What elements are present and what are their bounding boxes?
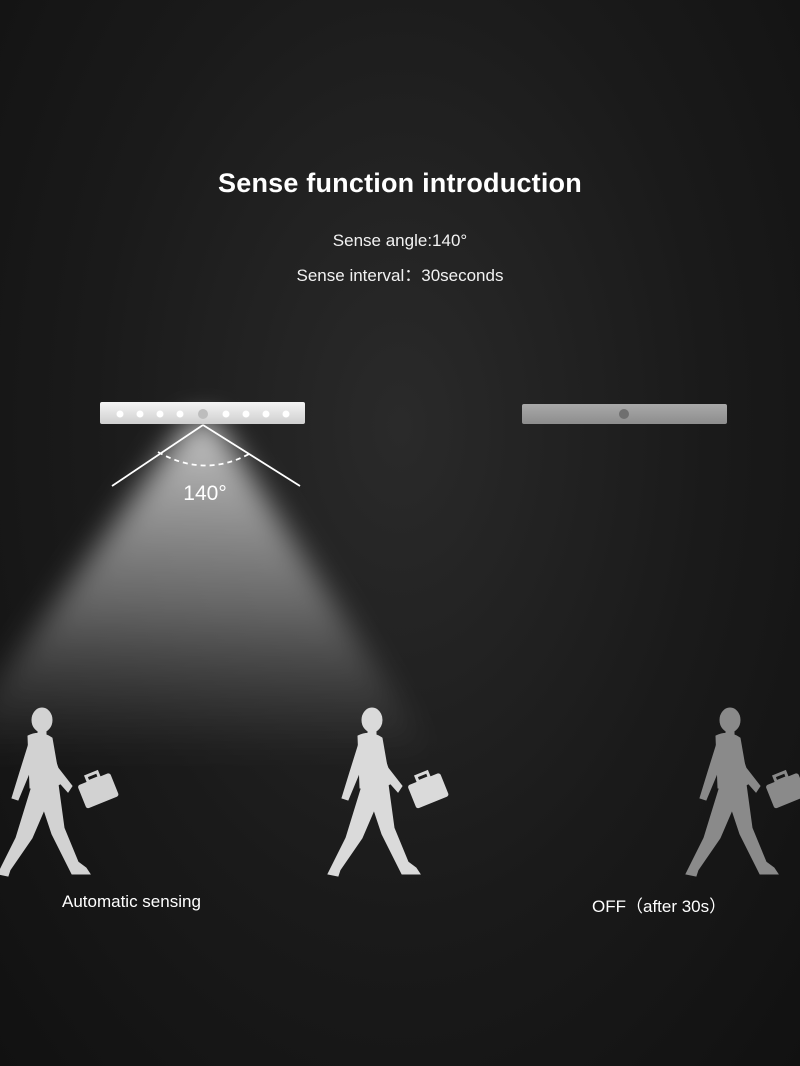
sense-angle-text: Sense angle:140° [332,231,468,250]
motion-sensor-off-icon [619,409,629,419]
angle-label: 140° [183,482,227,505]
lamp-bar-off [522,404,727,424]
sense-interval-text: Sense interval：30seconds [296,266,504,285]
caption-automatic-sensing: Automatic sensing [62,892,201,911]
motion-sensor-icon [198,409,208,419]
caption-off-after: OFF（after 30s） [592,897,727,916]
lamp-bar-on [100,402,305,424]
light-beam [0,420,430,759]
page-title: Sense function introduction [218,168,582,198]
sense-angle-indicator [111,424,301,487]
person-walking-right [684,706,800,878]
